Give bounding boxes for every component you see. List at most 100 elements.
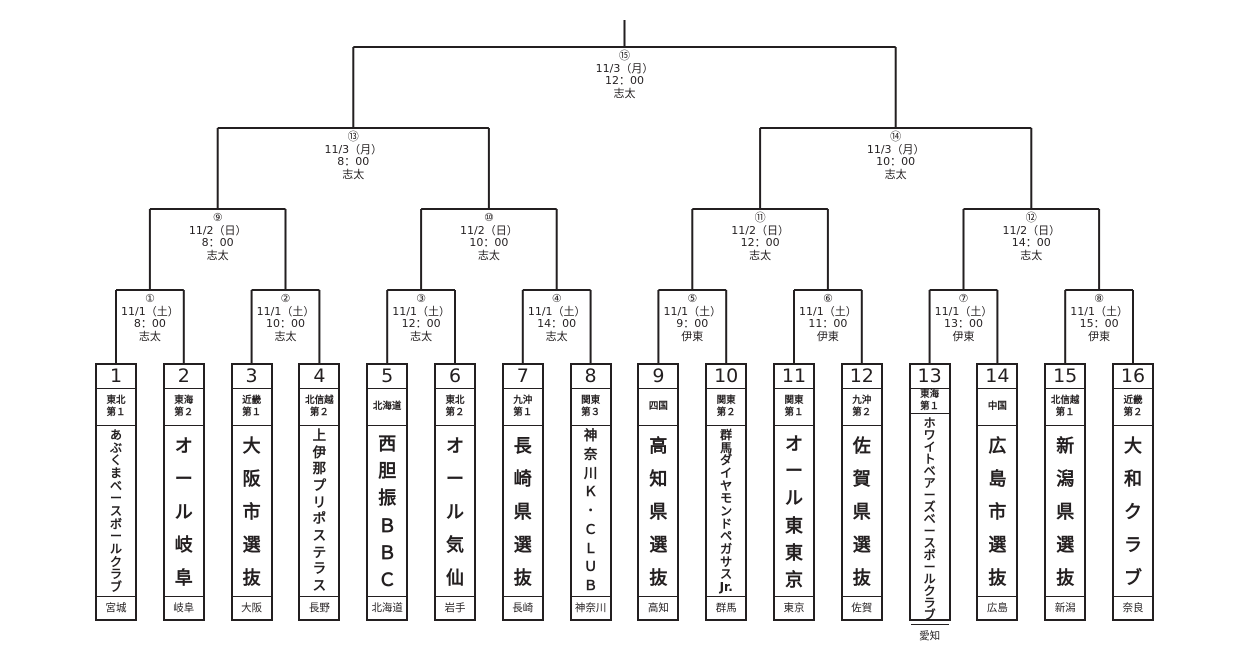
- team-region-line: 第１: [1055, 407, 1075, 418]
- team-name-char: ー: [109, 491, 122, 506]
- team-region-line: 第２: [445, 407, 465, 418]
- match-no: ⑧: [1094, 292, 1105, 305]
- match-date: 11/1（土）: [1070, 304, 1128, 318]
- team-region-block: 中国: [978, 389, 1017, 426]
- team-name-char: 京: [785, 570, 803, 592]
- match-no: ⑩: [483, 211, 494, 224]
- team-name-char: 広: [988, 436, 1007, 458]
- team-name-char: ペ: [720, 529, 733, 544]
- team-prefecture: 岐阜: [164, 596, 203, 619]
- team-name-char: ー: [446, 469, 464, 491]
- team-name-char: 那: [312, 461, 327, 478]
- match-venue: 志太: [342, 167, 365, 181]
- team-name-char: 新: [1056, 436, 1075, 458]
- team-name-char: 抜: [242, 567, 261, 589]
- match-venue: 志太: [206, 248, 229, 262]
- team-name-char: ま: [109, 465, 122, 480]
- team-name-char: オ: [174, 436, 193, 458]
- team-name-char: 大: [242, 436, 261, 458]
- match-no: ⑬: [347, 130, 359, 143]
- team-region-block: 近畿第２: [1114, 389, 1152, 426]
- team-region-line: 第２: [852, 407, 872, 418]
- team-name-char: 阪: [242, 469, 261, 491]
- team-name-char: ス: [109, 503, 122, 518]
- team-region-block: 東北第２: [436, 389, 474, 426]
- team-name-char: Jr.: [719, 579, 733, 594]
- team-name: ホワイトベアーズベースボールクラブ: [911, 414, 949, 624]
- team-name: オール気仙: [436, 426, 474, 596]
- team-name-char: 仙: [446, 567, 464, 589]
- match-date: 11/1（土）: [663, 304, 722, 318]
- team-name-char: 阜: [174, 567, 193, 589]
- team-prefecture: 岩手: [436, 596, 474, 619]
- team-name-char: ヤ: [720, 478, 733, 493]
- team-name: 上伊那プリポステラス: [300, 426, 338, 596]
- team-region-block: 東海第２: [164, 389, 203, 426]
- team-name-char: 岐: [174, 534, 193, 556]
- match-venue: 志太: [477, 248, 500, 262]
- team-name-char: Ｕ: [583, 559, 598, 576]
- team-name-char: 上: [312, 428, 327, 444]
- match-time: 12：00: [604, 74, 644, 87]
- match-no: ①: [144, 292, 155, 305]
- team-region-line: 九沖: [852, 395, 872, 406]
- team-name-char: ル: [923, 572, 936, 586]
- team-name-char: ト: [923, 452, 936, 466]
- team-name-char: 長: [513, 436, 532, 458]
- team-prefecture: 大阪: [232, 596, 271, 619]
- team-name-char: 馬: [720, 440, 733, 455]
- team-name-char: 佐: [852, 436, 871, 458]
- team-name-char: ･: [587, 503, 594, 519]
- team-name-char: 東: [785, 515, 803, 537]
- match-time: 11：00: [808, 317, 848, 330]
- team-name-char: ル: [109, 541, 122, 556]
- match-no: ④: [551, 292, 562, 305]
- team-name-char: 県: [513, 501, 532, 523]
- team-prefecture: 神奈川: [571, 596, 610, 619]
- match-time: 12：00: [401, 317, 441, 330]
- match-time: 14：00: [537, 317, 577, 330]
- team-name-char: 潟: [1056, 469, 1075, 491]
- team-name-char: 西: [378, 433, 397, 455]
- team-prefecture: 高知: [639, 596, 678, 619]
- team-name-char: ル: [446, 501, 464, 523]
- match-date: 11/1（土）: [527, 304, 586, 318]
- team-name-char: 県: [649, 501, 668, 523]
- match-no: ⑮: [618, 49, 630, 62]
- team-name-char: ド: [720, 516, 733, 531]
- team-name-char: ー: [923, 488, 936, 502]
- team-name-char: ラ: [923, 596, 936, 610]
- team-name-char: 大: [1124, 436, 1142, 458]
- team-name-char: 抜: [513, 567, 532, 589]
- team-name-char: Ｌ: [583, 540, 598, 557]
- team-region-line: 第１: [920, 401, 940, 412]
- team-name-char: ア: [923, 476, 936, 490]
- team-name-char: ワ: [923, 428, 936, 442]
- team-name-char: ル: [174, 501, 193, 523]
- team-name-char: ス: [923, 536, 936, 550]
- match-date: 11/3（月）: [324, 142, 383, 156]
- team-name: 大和クラブ: [1114, 426, 1152, 596]
- team-name-char: ブ: [109, 579, 122, 594]
- team-seed-number: 4: [300, 365, 339, 389]
- team-name-char: オ: [785, 433, 803, 455]
- team-name-char: 奈: [583, 446, 598, 463]
- match-date: 11/3（月）: [866, 142, 925, 156]
- team-region-line: 東海: [920, 389, 940, 400]
- team-region-line: 北信越: [305, 395, 334, 406]
- team-name-char: 選: [242, 534, 261, 556]
- team-name-char: Ｂ: [378, 542, 397, 564]
- match-venue: 志太: [884, 167, 907, 181]
- team-region-line: 第１: [513, 407, 533, 418]
- team-prefecture: 佐賀: [842, 596, 881, 619]
- team-name-char: 高: [649, 436, 668, 458]
- team-region-block: 東海第１: [910, 389, 949, 414]
